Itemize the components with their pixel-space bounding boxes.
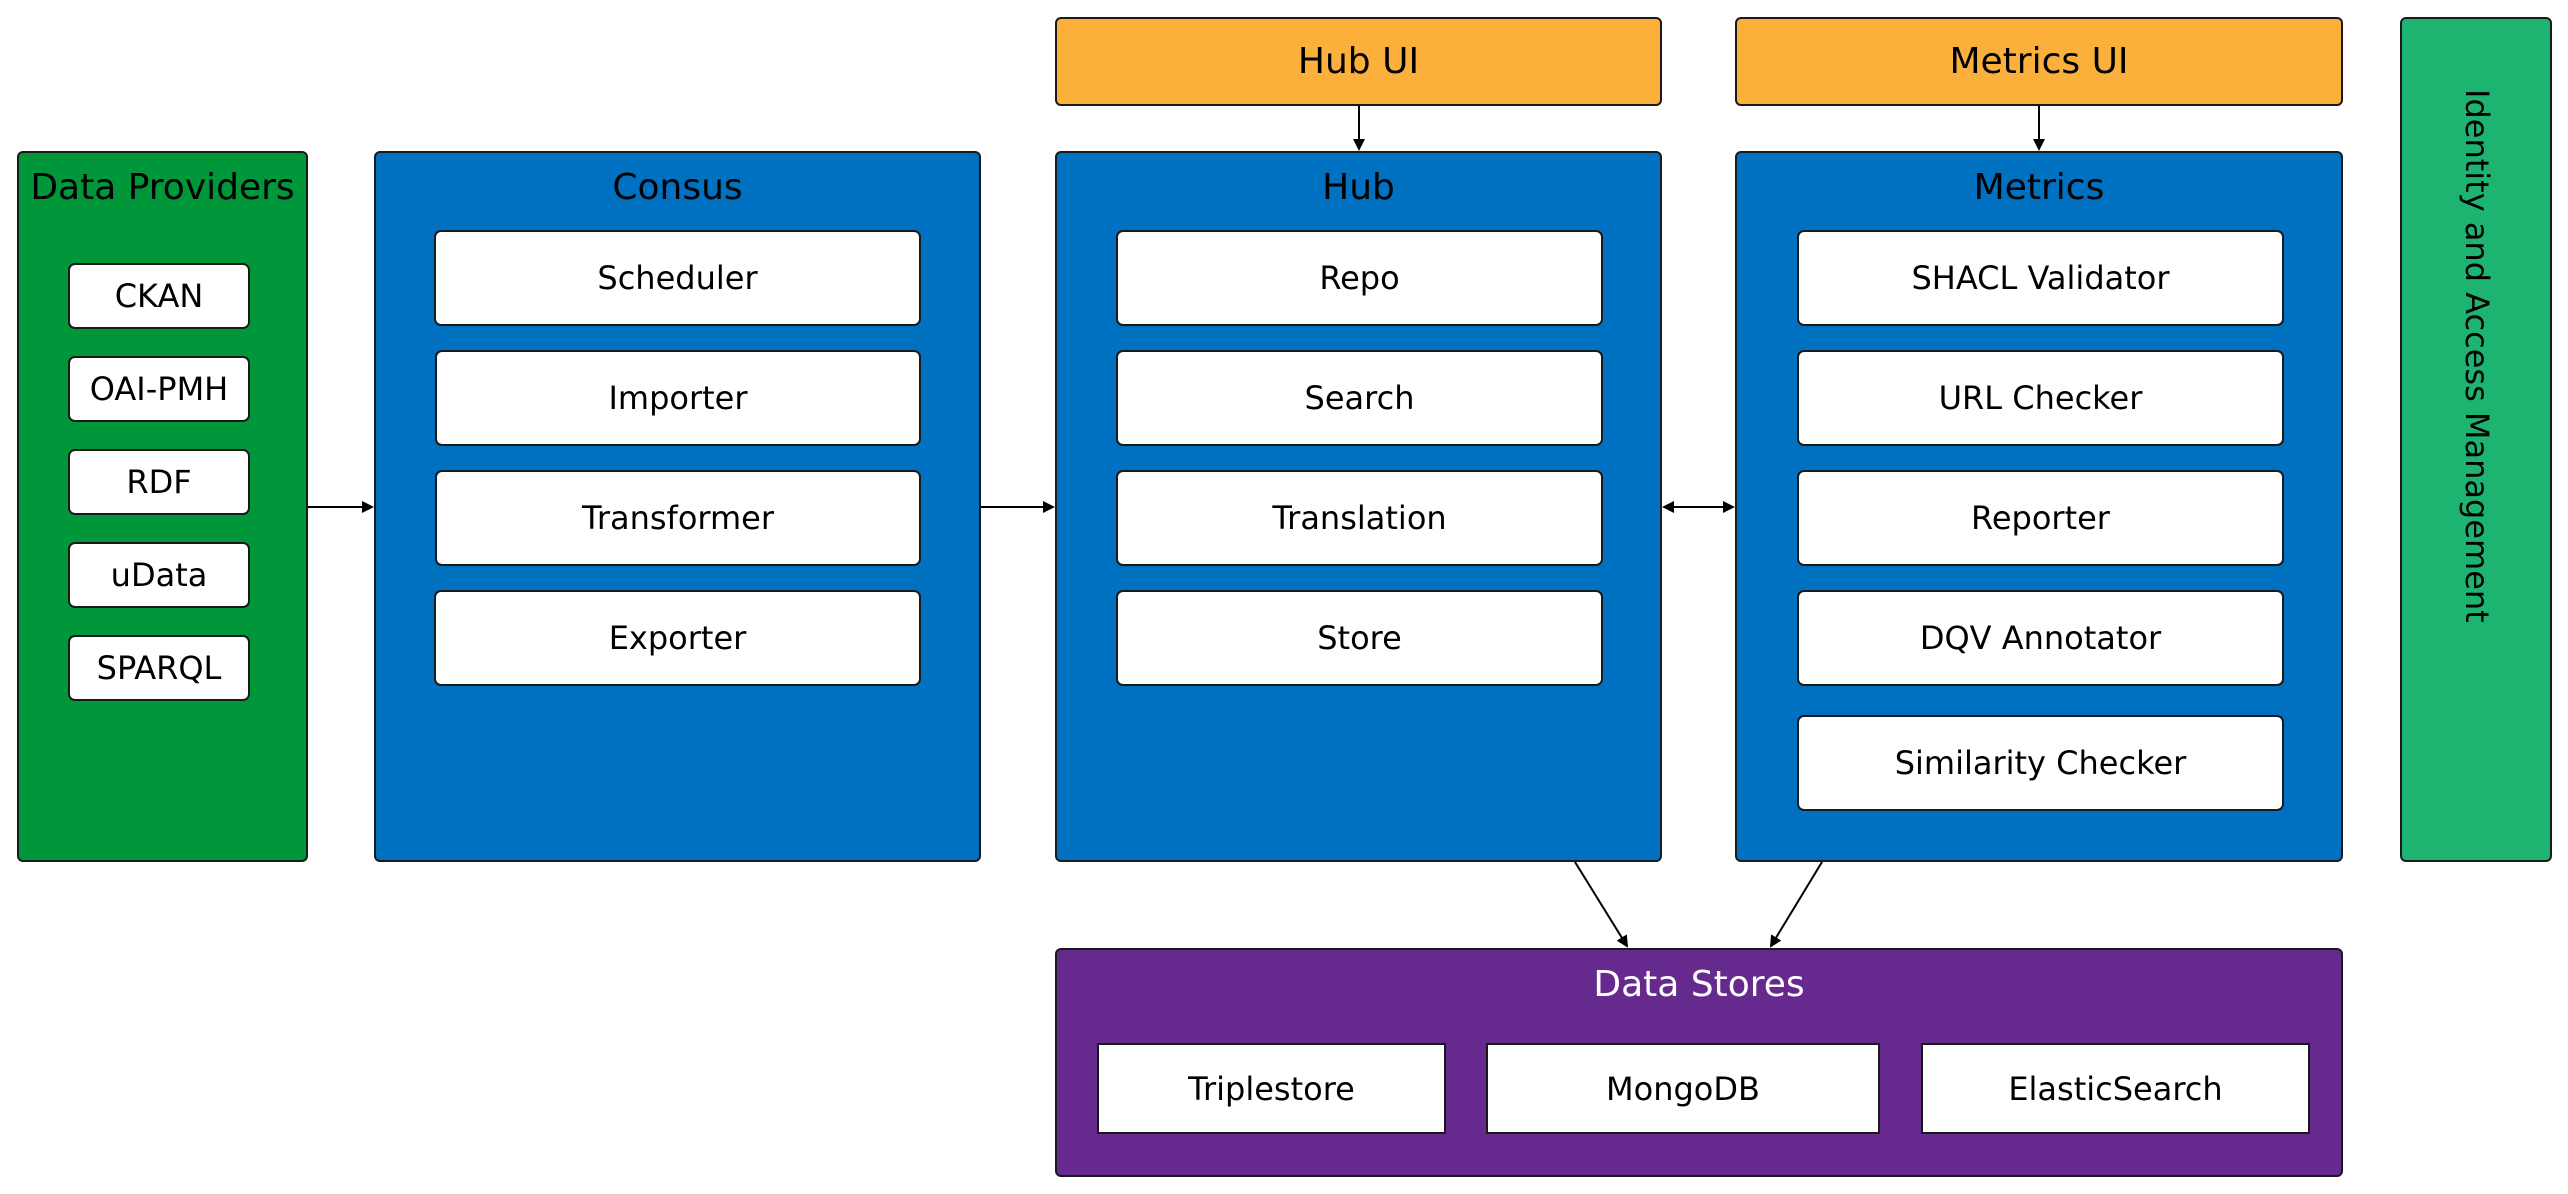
identity-access-management-label: Identity and Access Management [2458,89,2496,623]
provider-ckan: CKAN [68,263,250,329]
identity-access-management-box: Identity and Access Management [2400,17,2552,862]
consus-exporter: Exporter [434,590,921,686]
hub-search: Search [1116,350,1603,446]
data-stores-group: Data Stores Triplestore MongoDB ElasticS… [1055,948,2343,1177]
data-providers-title: Data Providers [30,167,295,208]
provider-rdf: RDF [68,449,250,515]
consus-group: Consus Scheduler Importer Transformer Ex… [374,151,981,862]
metrics-dqv-annotator: DQV Annotator [1797,590,2284,686]
metrics-ui-box: Metrics UI [1735,17,2343,106]
hub-title: Hub [1322,167,1395,208]
hub-ui-box: Hub UI [1055,17,1662,106]
hub-translation: Translation [1116,470,1603,566]
metrics-group: Metrics SHACL Validator URL Checker Repo… [1735,151,2343,862]
consus-transformer: Transformer [435,470,921,566]
hub-group: Hub Repo Search Translation Store [1055,151,1662,862]
hub-store: Store [1116,590,1603,686]
provider-udata: uData [68,542,250,608]
store-elasticsearch: ElasticSearch [1921,1043,2310,1134]
arrow-metrics-to-data-stores [1769,861,1823,948]
metrics-shacl-validator: SHACL Validator [1797,230,2284,326]
metrics-reporter: Reporter [1797,470,2284,566]
metrics-title: Metrics [1973,167,2105,208]
hub-repo: Repo [1116,230,1603,326]
data-providers-group: Data Providers CKAN OAI-PMH RDF uData SP… [17,151,308,862]
provider-sparql: SPARQL [68,635,250,701]
consus-scheduler: Scheduler [434,230,921,326]
data-stores-title: Data Stores [1593,964,1805,1005]
metrics-url-checker: URL Checker [1797,350,2284,446]
provider-oai-pmh: OAI-PMH [68,356,250,422]
consus-importer: Importer [435,350,921,446]
arrow-hub-to-data-stores [1574,861,1629,948]
consus-title: Consus [612,167,743,208]
store-triplestore: Triplestore [1097,1043,1446,1134]
metrics-similarity-checker: Similarity Checker [1797,715,2284,811]
store-mongodb: MongoDB [1486,1043,1880,1134]
